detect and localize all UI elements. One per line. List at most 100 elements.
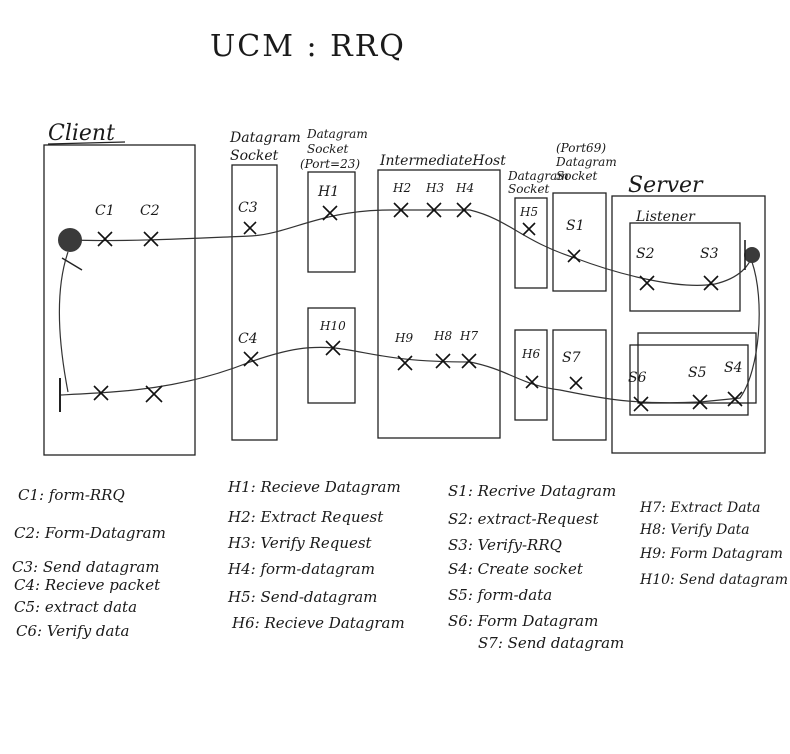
small-socket-box-lower bbox=[514, 329, 548, 421]
port23-heading-2: Socket bbox=[307, 142, 349, 156]
s4-mark bbox=[727, 391, 743, 407]
legend-h4: H4: form-datagram bbox=[227, 560, 375, 578]
legend-s7: S7: Send datagram bbox=[478, 634, 624, 652]
c6-mark bbox=[145, 385, 163, 403]
legend-h2: H2: Extract Request bbox=[227, 508, 384, 526]
legend-h9: H9: Form Datagram bbox=[639, 546, 783, 562]
c3-label: C3 bbox=[238, 200, 258, 216]
client-box bbox=[43, 144, 196, 456]
c1-mark bbox=[97, 231, 113, 247]
listener-box bbox=[629, 222, 741, 312]
s6-mark bbox=[633, 396, 649, 412]
legend-s2: S2: extract-Request bbox=[448, 510, 600, 528]
c3-mark bbox=[243, 221, 257, 235]
client-loop-path bbox=[58, 251, 69, 393]
legend-h1: H1: Recieve Datagram bbox=[227, 478, 401, 496]
h9-label: H9 bbox=[394, 331, 413, 345]
legend-s3: S3: Verify-RRQ bbox=[448, 536, 562, 554]
server-heading: Server bbox=[628, 173, 704, 198]
h3-mark bbox=[426, 202, 442, 218]
legend-c3: C3: Send datagram bbox=[12, 558, 159, 576]
h9-mark bbox=[397, 355, 413, 371]
s6-label: S6 bbox=[628, 370, 647, 386]
datagram-socket-box bbox=[231, 164, 278, 441]
port69-heading-3: Socket bbox=[556, 169, 598, 183]
h8-label: H8 bbox=[433, 329, 452, 343]
h4-mark bbox=[456, 202, 472, 218]
s3-label: S3 bbox=[700, 246, 719, 262]
legend-c5: C5: extract data bbox=[14, 598, 137, 616]
port23-heading-1: Datagram bbox=[306, 127, 368, 141]
s1-label: S1 bbox=[566, 218, 585, 234]
legend-s6: S6: Form Datagram bbox=[448, 612, 598, 630]
client-heading-underline bbox=[47, 141, 126, 145]
s2-label: S2 bbox=[636, 246, 655, 262]
s5-label: S5 bbox=[688, 365, 707, 381]
h5-mark bbox=[522, 222, 536, 236]
listener-label: Listener bbox=[635, 209, 696, 225]
c2-label: C2 bbox=[140, 203, 160, 219]
legend-h5: H5: Send-datagram bbox=[227, 588, 377, 606]
c2-mark bbox=[143, 231, 159, 247]
c4-label: C4 bbox=[238, 331, 258, 347]
legend-h7: H7: Extract Data bbox=[639, 500, 761, 516]
client-heading: Client bbox=[48, 121, 115, 146]
legend-host-extra: H7: Extract Data H8: Verify Data H9: For… bbox=[639, 500, 788, 588]
legend-client: C1: form-RRQ C2: Form-Datagram C3: Send … bbox=[12, 486, 166, 640]
legend-server: S1: Recrive Datagram S2: extract-Request… bbox=[448, 482, 624, 652]
s3-mark bbox=[703, 275, 719, 291]
start-point-tail bbox=[61, 257, 83, 271]
h5-label: H5 bbox=[519, 205, 538, 219]
h7-label: H7 bbox=[459, 329, 478, 343]
datagram-socket-heading-2: Socket bbox=[230, 148, 279, 164]
legend-h3: H3: Verify Request bbox=[227, 534, 373, 552]
legend-s1: S1: Recrive Datagram bbox=[448, 482, 616, 500]
s7-label: S7 bbox=[562, 350, 581, 366]
h3-label: H3 bbox=[425, 181, 444, 195]
diagram-title: UCM : RRQ bbox=[210, 29, 406, 64]
small-socket-heading-1: Datagram bbox=[507, 169, 569, 183]
legend-c2: C2: Form-Datagram bbox=[14, 524, 166, 542]
legend-h8: H8: Verify Data bbox=[639, 522, 750, 538]
c4-mark bbox=[243, 351, 259, 367]
h6-label: H6 bbox=[521, 347, 540, 361]
port69-heading-2: Datagram bbox=[555, 155, 617, 169]
h10-mark bbox=[325, 340, 341, 356]
legend-c1: C1: form-RRQ bbox=[18, 486, 125, 504]
s5-mark bbox=[692, 394, 708, 410]
port69-socket-box-lower bbox=[552, 329, 607, 441]
legend-c4: C4: Recieve packet bbox=[14, 576, 161, 594]
server-start-point bbox=[744, 247, 760, 263]
port69-heading-1: (Port69) bbox=[556, 141, 606, 155]
h1-mark bbox=[322, 205, 338, 221]
server-box bbox=[611, 195, 766, 454]
h6-mark bbox=[525, 375, 539, 389]
port23-heading-3: (Port=23) bbox=[300, 157, 360, 171]
intermediate-host-heading: IntermediateHost bbox=[379, 153, 506, 169]
c1-label: C1 bbox=[95, 203, 115, 219]
s7-mark bbox=[569, 376, 583, 390]
small-socket-box-upper bbox=[514, 197, 548, 289]
s1-mark bbox=[567, 249, 581, 263]
port23-socket-box-lower bbox=[307, 307, 356, 404]
legend-host: H1: Recieve Datagram H2: Extract Request… bbox=[227, 478, 405, 632]
start-point bbox=[58, 228, 82, 252]
legend-s5: S5: form-data bbox=[448, 586, 552, 604]
legend-s4: S4: Create socket bbox=[448, 560, 584, 578]
h2-mark bbox=[393, 202, 409, 218]
c5-mark bbox=[93, 385, 109, 401]
h8-mark bbox=[435, 353, 451, 369]
intermediate-host-box bbox=[377, 169, 501, 439]
legend-h10: H10: Send datagram bbox=[639, 572, 788, 588]
port69-socket-box-upper bbox=[552, 192, 607, 292]
legend-c6: C6: Verify data bbox=[16, 622, 129, 640]
legend-h6: H6: Recieve Datagram bbox=[231, 614, 405, 632]
h4-label: H4 bbox=[455, 181, 474, 195]
request-path bbox=[69, 209, 753, 286]
marks-group: C1 C2 C3 H1 H2 H3 H4 H5 S1 S2 S3 C4 H10 bbox=[93, 181, 743, 412]
h1-label: H1 bbox=[317, 184, 339, 200]
h7-mark bbox=[461, 353, 477, 369]
h2-label: H2 bbox=[392, 181, 411, 195]
datagram-socket-heading-1: Datagram bbox=[229, 130, 301, 146]
